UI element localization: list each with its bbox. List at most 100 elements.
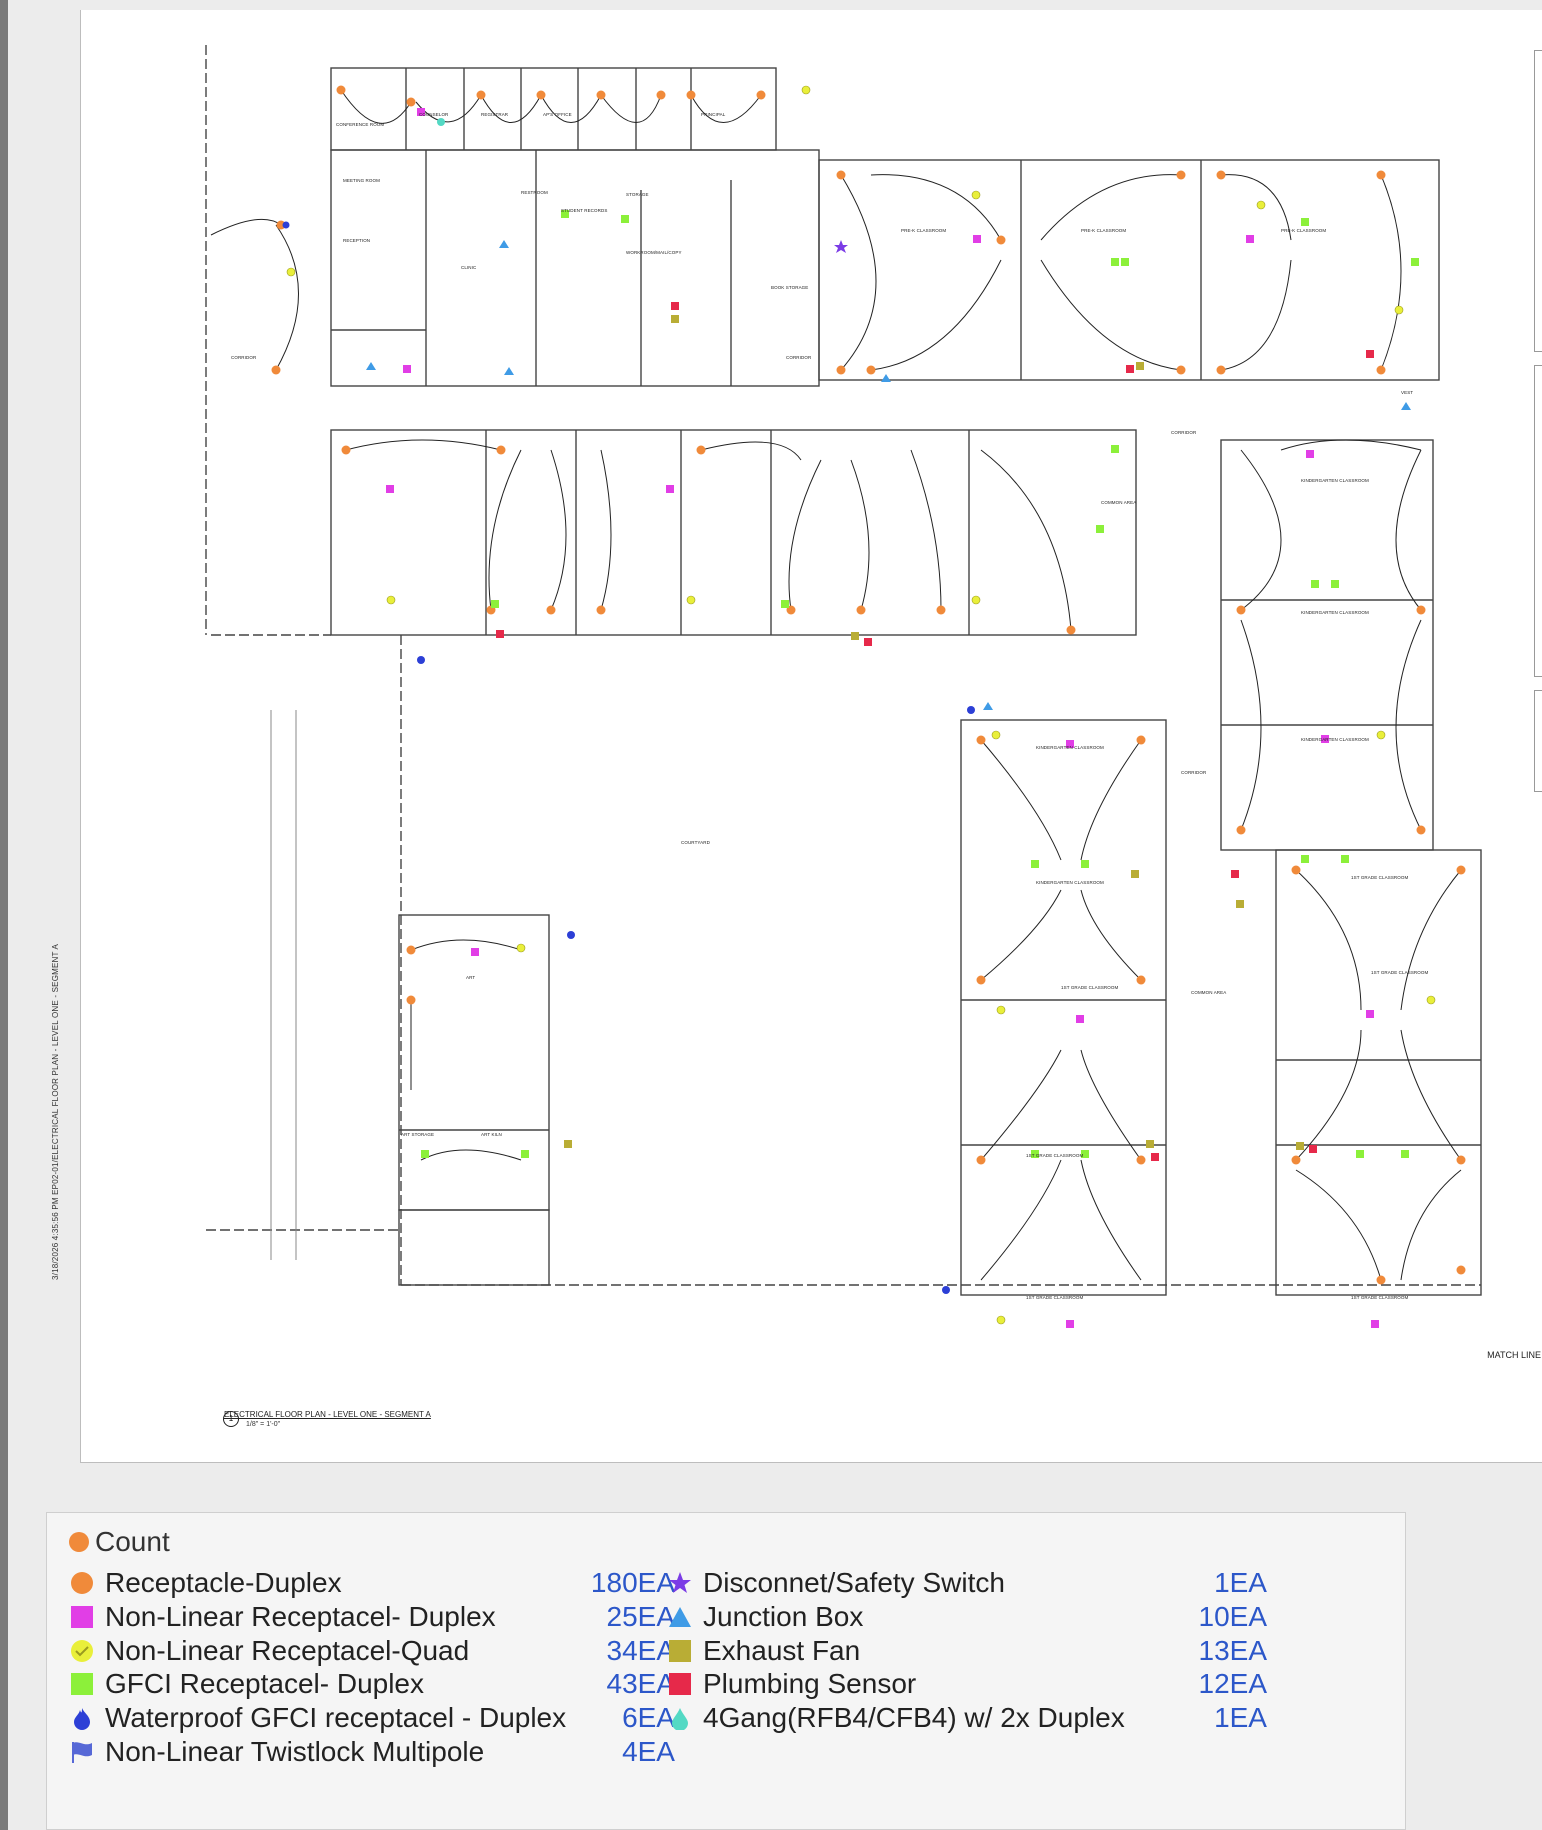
room-label: WORKROOM/MAIL/COPY — [626, 250, 682, 255]
red-square-icon — [667, 1671, 693, 1697]
orange-circle-icon — [69, 1532, 89, 1552]
legend-item-count: 34EA — [606, 1634, 676, 1666]
legend-item: Receptacle-Duplex — [69, 1565, 342, 1601]
room-label: COMMON AREA — [1191, 990, 1227, 995]
legend-title: Count — [95, 1526, 170, 1557]
green-square-icon — [69, 1671, 95, 1697]
room-label: PRE-K CLASSROOM — [901, 228, 947, 233]
title-block-panel — [1534, 690, 1542, 792]
legend-item-count: 12EA — [1198, 1668, 1268, 1700]
legend-item-label: Disconnet/Safety Switch — [703, 1567, 1005, 1598]
legend-item-label: Exhaust Fan — [703, 1634, 861, 1666]
legend-item-label: Receptacle-Duplex — [105, 1567, 342, 1598]
title-block-panel — [1534, 365, 1542, 677]
legend-item: Junction Box — [667, 1599, 863, 1635]
room-label: REGISTRAR — [481, 112, 509, 117]
window-edge — [0, 0, 8, 1830]
room-label: 1ST GRADE CLASSROOM — [1061, 985, 1119, 990]
room-label: KINDERGARTEN CLASSROOM — [1301, 737, 1369, 742]
room-label: STUDENT RECORDS — [561, 208, 608, 213]
legend-item-label: Non-Linear Receptacel- Duplex — [105, 1600, 496, 1632]
legend-item-count: 10EA — [1198, 1600, 1268, 1632]
legend-item-count: 13EA — [1198, 1634, 1268, 1666]
orange-circle-icon — [69, 1570, 95, 1596]
legend-item-label: Non-Linear Receptacel-Quad — [105, 1634, 470, 1666]
room-label: 1ST GRADE CLASSROOM — [1026, 1295, 1084, 1300]
room-label: COMMON AREA — [1101, 500, 1137, 505]
legend-item: Plumbing Sensor — [667, 1666, 916, 1702]
room-label: COURTYARD — [681, 840, 710, 845]
legend-item-count: 4EA — [622, 1736, 675, 1767]
room-label: ART KILN — [481, 1132, 502, 1137]
room-label: RECEPTION — [343, 238, 371, 243]
room-label: 1ST GRADE CLASSROOM — [1026, 1153, 1084, 1158]
legend-item-count: 1EA — [1214, 1567, 1267, 1598]
room-label: MEETING ROOM — [343, 178, 380, 183]
legend-item: GFCI Receptacel- Duplex — [69, 1666, 424, 1702]
room-label: CONFERENCE ROOM — [336, 122, 385, 127]
room-label: ART — [466, 975, 476, 980]
legend-item-count: 1EA — [1214, 1702, 1267, 1734]
room-label: CORRIDOR — [786, 355, 812, 360]
legend-item-label: Junction Box — [703, 1600, 864, 1632]
room-label: VEST — [1401, 390, 1414, 395]
room-label: CORRIDOR — [1181, 770, 1207, 775]
room-label: KINDERGARTEN CLASSROOM — [1036, 880, 1104, 885]
room-label: RESTROOM — [521, 190, 548, 195]
magenta-square-icon — [69, 1604, 95, 1630]
room-label: BOOK STORAGE — [771, 285, 809, 290]
legend-header: Count — [69, 1526, 170, 1557]
legend-item: Non-Linear Twistlock Multipole — [69, 1734, 484, 1770]
circuit-arcs — [210, 89, 1462, 1281]
legend-item: Disconnet/Safety Switch — [667, 1565, 1005, 1601]
legend-item-label: Plumbing Sensor — [703, 1668, 917, 1700]
room-label: ART STORAGE — [401, 1132, 435, 1137]
legend-item: 4Gang(RFB4/CFB4) w/ 2x Duplex — [667, 1700, 1125, 1736]
legend-item: Non-Linear Receptacel- Duplex — [69, 1599, 496, 1635]
olive-square-icon — [667, 1638, 693, 1664]
plan-number: 1 — [223, 1411, 239, 1427]
room-label: 1ST GRADE CLASSROOM — [1351, 1295, 1409, 1300]
room-label: PRE-K CLASSROOM — [1081, 228, 1127, 233]
walls — [205, 45, 1482, 1296]
purple-star-icon — [667, 1570, 693, 1596]
room-label: CORRIDOR — [231, 355, 257, 360]
room-label: COUNSELOR — [419, 112, 449, 117]
blue-flame-icon — [69, 1705, 95, 1731]
legend-item-label: GFCI Receptacel- Duplex — [105, 1668, 425, 1700]
teal-drop-icon — [667, 1705, 693, 1731]
plan-scale: 1/8" = 1'-0" — [246, 1421, 281, 1428]
room-label: AP'S OFFICE — [543, 112, 572, 117]
legend-item-count: 180EA — [590, 1567, 675, 1598]
room-label: 1ST GRADE CLASSROOM — [1351, 875, 1409, 880]
room-label: CORRIDOR — [1171, 430, 1197, 435]
legend-item: Waterproof GFCI receptacel - Duplex — [69, 1700, 566, 1736]
yellow-check-circle-icon — [69, 1638, 95, 1664]
floor-plan-drawing[interactable] — [81, 10, 1542, 1462]
legend-item: Exhaust Fan — [667, 1633, 860, 1669]
title-block-panel — [1534, 50, 1542, 352]
room-label: KINDERGARTEN CLASSROOM — [1036, 745, 1104, 750]
legend-item-count: 25EA — [606, 1600, 676, 1632]
room-label: KINDERGARTEN CLASSROOM — [1301, 610, 1369, 615]
room-label: STORAGE — [626, 192, 649, 197]
drawing-sheet[interactable]: 3/18/2026 4:35:56 PM EP02-01/ELECTRICAL … — [51, 10, 1542, 1463]
room-label: CLINIC — [461, 265, 477, 270]
legend-item-count: 6EA — [622, 1702, 675, 1734]
count-legend: Count Receptacle-Duplex 180EA Non-Linear R… — [46, 1512, 1406, 1830]
blue-triangle-icon — [667, 1604, 693, 1630]
legend-item: Non-Linear Receptacel-Quad — [69, 1633, 469, 1669]
device-symbols — [271, 85, 1466, 1328]
legend-item-count: 43EA — [606, 1668, 676, 1700]
room-label: KINDERGARTEN CLASSROOM — [1301, 478, 1369, 483]
plan-title: ELECTRICAL FLOOR PLAN - LEVEL ONE - SEGM… — [224, 1410, 431, 1419]
room-label: PRINCIPAL — [701, 112, 726, 117]
print-stamp: 3/18/2026 4:35:56 PM EP02-01/ELECTRICAL … — [51, 944, 60, 1280]
legend-item-label: Non-Linear Twistlock Multipole — [105, 1736, 485, 1767]
legend-item-label: 4Gang(RFB4/CFB4) w/ 2x Duplex — [703, 1702, 1125, 1734]
blue-flag-icon — [69, 1739, 95, 1765]
match-line-label: MATCH LINE — [1487, 1350, 1541, 1360]
room-label: 1ST GRADE CLASSROOM — [1371, 970, 1429, 975]
legend-item-label: Waterproof GFCI receptacel - Duplex — [105, 1702, 567, 1734]
room-label: PRE-K CLASSROOM — [1281, 228, 1327, 233]
